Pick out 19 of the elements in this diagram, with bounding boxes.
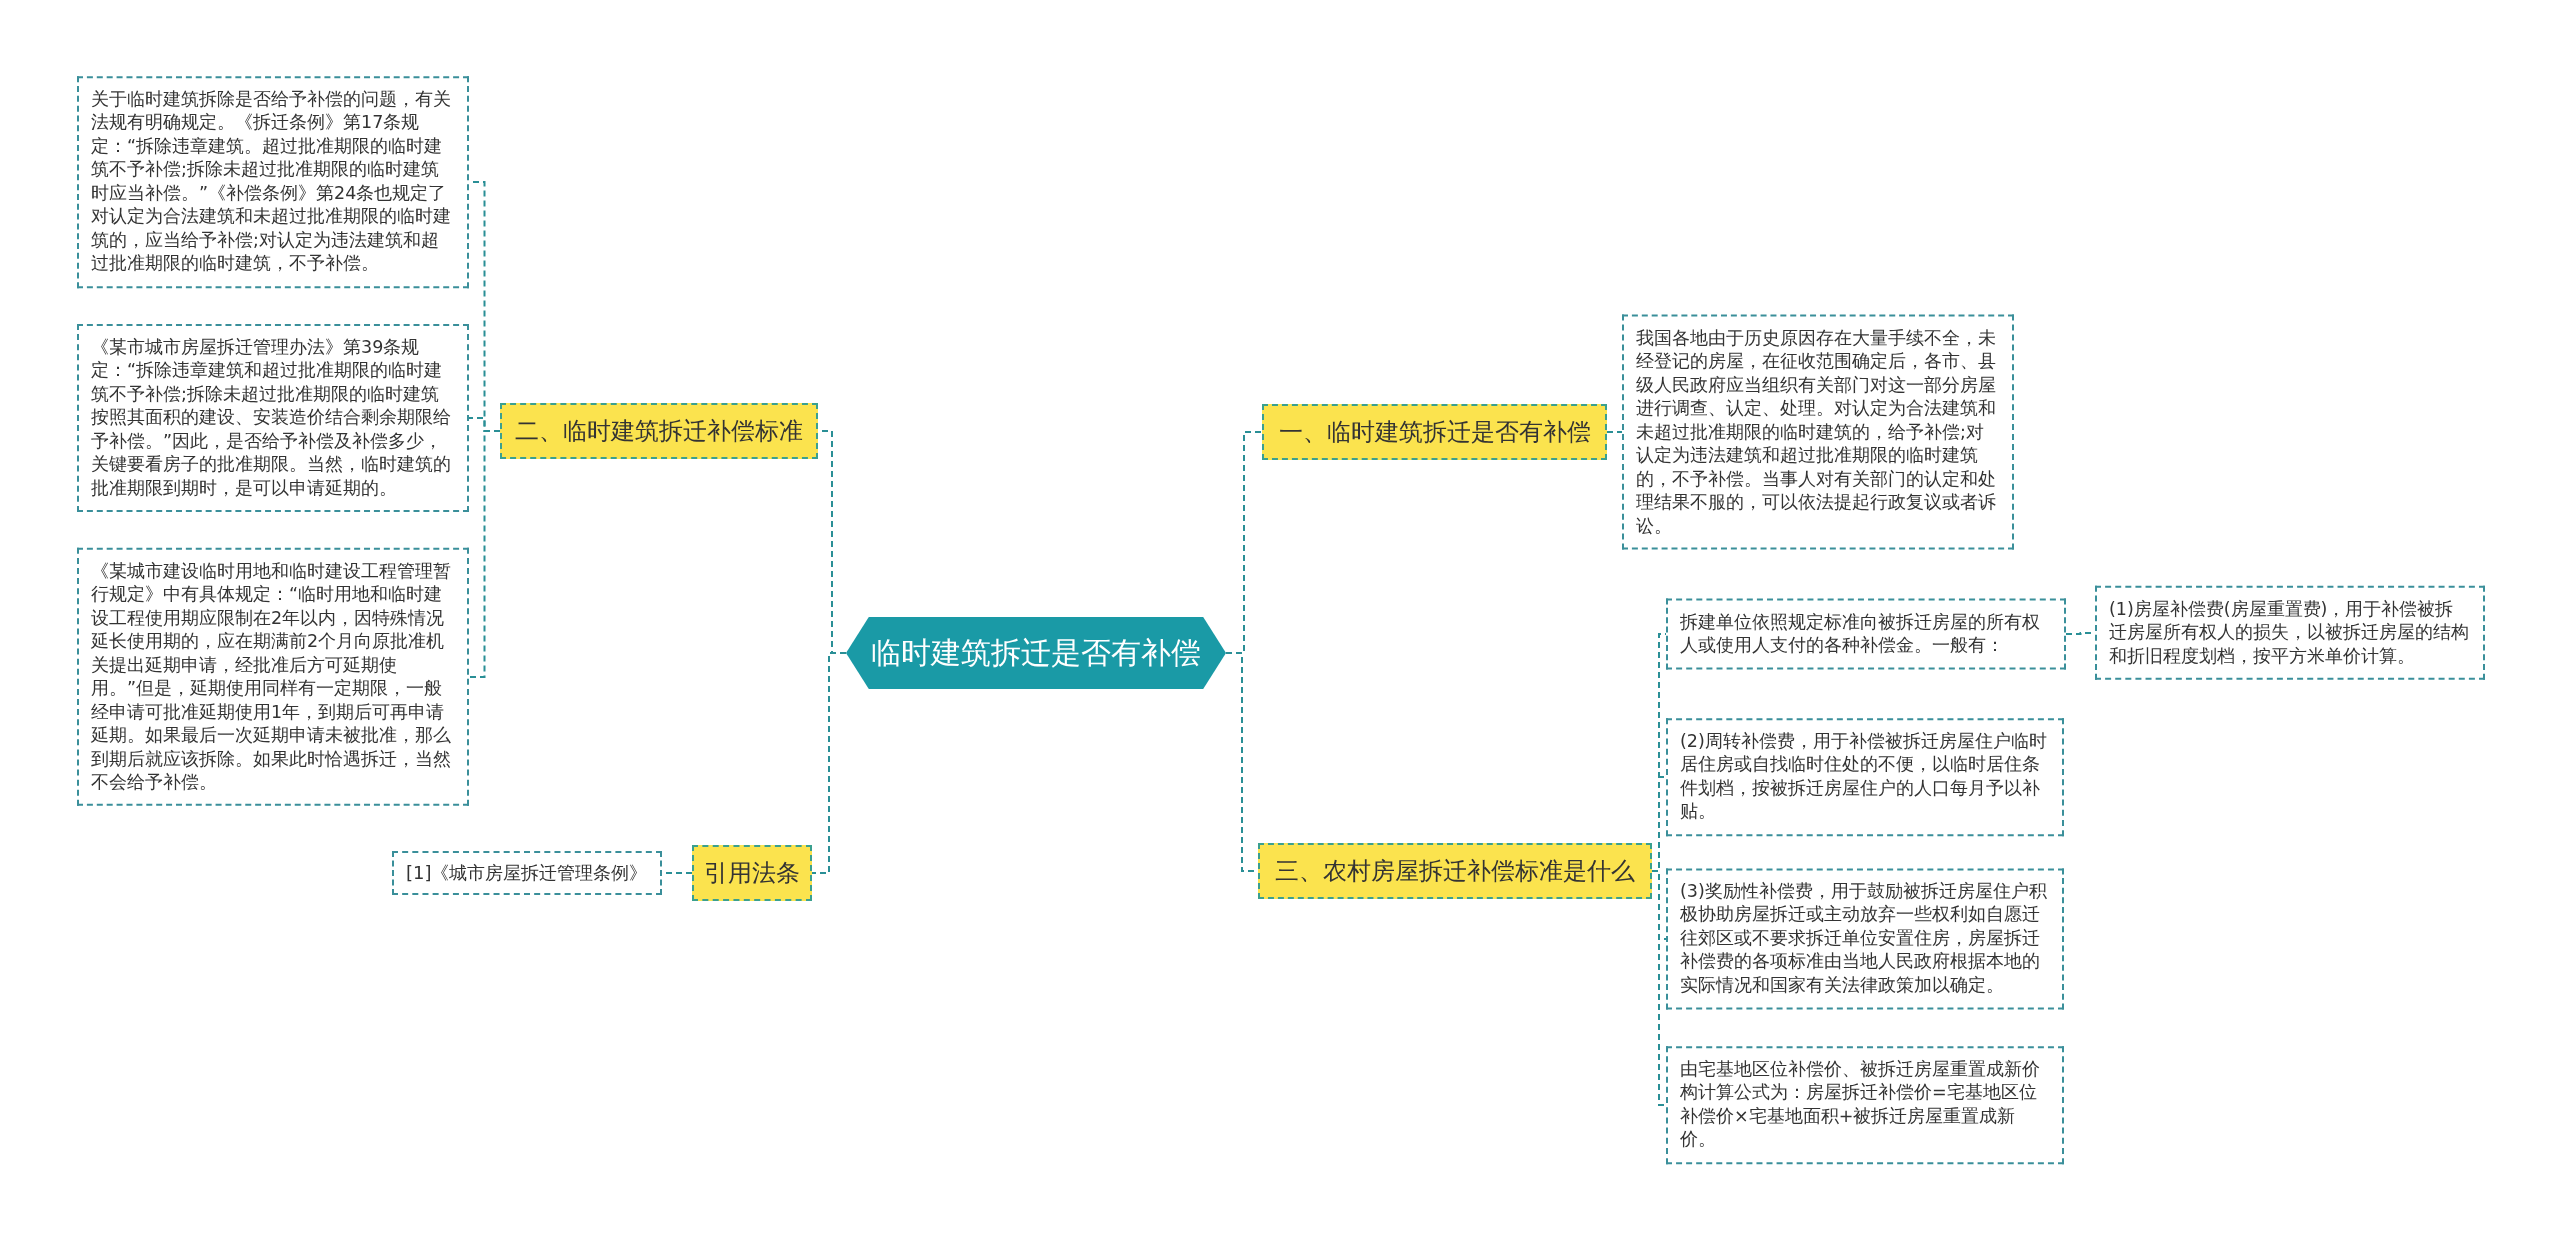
- citation-box: [1]《城市房屋拆迁管理条例》: [392, 851, 662, 895]
- connector-line: [468, 430, 501, 678]
- note-box: 关于临时建筑拆除是否给予补偿的问题，有关法规有明确规定。《拆迁条例》第17条规定：“拆除违章建筑。超过批准期限的临时建筑不予补偿;拆除未超过批准期限的临时建筑时应当补偿。”《补偿条例》第24条也规定了对认定为合法建筑和未超过批准期限的临时建筑的，应当给予补偿;对认定为违法建筑和超过批准期限的临时建筑，不予补偿。: [77, 76, 469, 288]
- note-box: (2)周转补偿费，用于补偿被拆迁房屋住户临时居住房或自找临时住处的不便，以临时居住条件划档，按被拆迁房屋住户的人口每月予以补贴。: [1666, 718, 2064, 836]
- note-box: 我国各地由于历史原因存在大量手续不全，未经登记的房屋，在征收范围确定后，各市、县级人民政府应当组织有关部门对这一部分房屋进行调查、认定、处理。对认定为合法建筑和未超过批准期限的临时建筑的，给予补偿;对认定为违法建筑和超过批准期限的临时建筑的，不予补偿。当事人对有关部门的认定和处理结果不服的，可以依法提起行政复议或者诉讼。: [1622, 314, 2014, 550]
- note-box: 拆建单位依照规定标准向被拆迁房屋的所有权人或使用人支付的各种补偿金。一般有：: [1666, 598, 2066, 670]
- topic-box: 二、临时建筑拆迁补偿标准: [500, 403, 818, 459]
- note-box: 《某城市建设临时用地和临时建设工程管理暂行规定》中有具体规定：“临时用地和临时建设工程使用期应限制在2年以内，因特殊情况延长使用期的，应在期满前2个月向原批准机关提出延期申请，经批准后方可延期使用。”但是，延期使用同样有一定期限，一般经申请可批准延期使用1年，到期后可再申请延期。如果最后一次延期申请未被批准，那么到期后就应该拆除。如果此时恰遇拆迁，当然不会给予补偿。: [77, 547, 469, 807]
- connector-line: [1651, 870, 1667, 1106]
- topic-box: 引用法条: [692, 845, 812, 901]
- note-box: 《某市城市房屋拆迁管理办法》第39条规定：“拆除违章建筑和超过批准期限的临时建筑不予补偿;拆除未超过批准期限的临时建筑按照其面积的建设、安装造价结合剩余期限给予补偿。”因此，是否给予补偿及补偿多少，关键要看房子的批准期限。当然，临时建筑的批准期限到期时，是可以申请延期的。: [77, 323, 469, 513]
- connector-line: [1606, 431, 1623, 433]
- central-topic: 临时建筑拆迁是否有补偿: [846, 617, 1226, 689]
- connector-line: [811, 652, 847, 874]
- topic-box: 三、农村房屋拆迁补偿标准是什么: [1258, 843, 1652, 899]
- note-box: (3)奖励性补偿费，用于鼓励被拆迁房屋住户积极协助房屋拆迁或主动放弃一些权利如自愿迁往郊区或不要求拆迁单位安置住房，房屋拆迁补偿费的各项标准由当地人民政府根据本地的实际情况和国家有关法律政策加以确定。: [1666, 868, 2064, 1010]
- note-box: (1)房屋补偿费(房屋重置费)，用于补偿被拆迁房屋所有权人的损失，以被拆迁房屋的结构和折旧程度划档，按平方米单价计算。: [2095, 585, 2485, 681]
- note-box: 由宅基地区位补偿价、被拆迁房屋重置成新价构计算公式为：房屋拆迁补偿价=宅基地区位补偿价×宅基地面积+被拆迁房屋重置成新价。: [1666, 1046, 2064, 1164]
- topic-box: 一、临时建筑拆迁是否有补偿: [1262, 404, 1607, 460]
